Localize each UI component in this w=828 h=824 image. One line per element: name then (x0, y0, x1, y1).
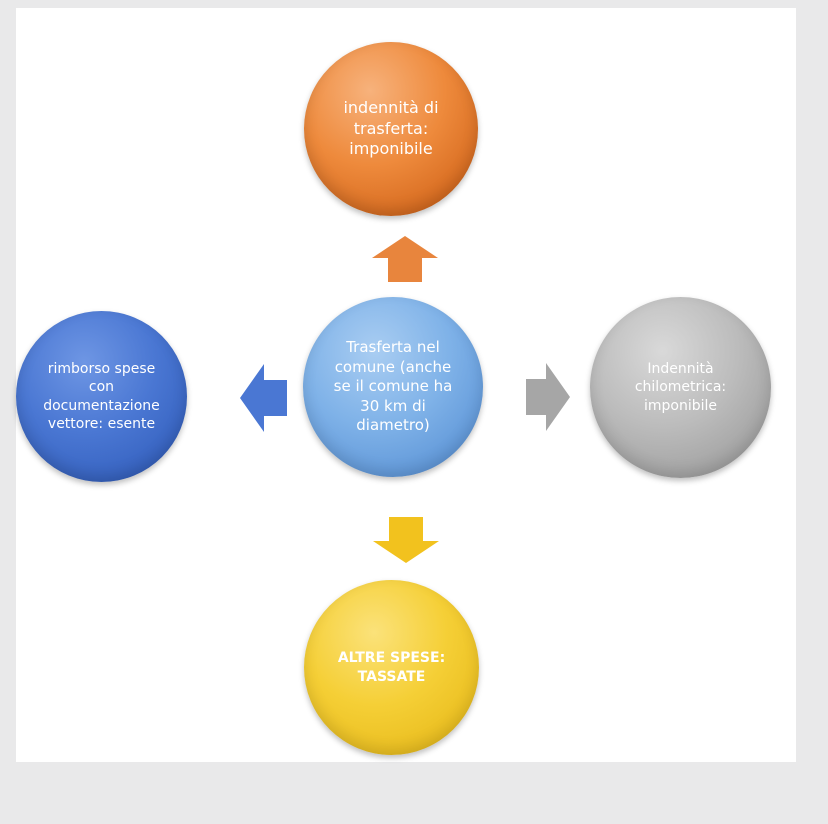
arrow-down-icon (373, 517, 439, 563)
node-center-trasferta-comune: Trasferta nel comune (anche se il comune… (303, 297, 483, 477)
arrow-right-icon (526, 363, 570, 431)
node-right-indennita-chilometrica: Indennità chilometrica: imponibile (590, 297, 771, 478)
arrow-right-shape (526, 363, 570, 431)
node-bottom-label: ALTRE SPESE: TASSATE (337, 650, 446, 685)
node-left-label: rimborso spese con documentazione vettor… (43, 361, 160, 432)
arrow-down-shape (373, 517, 439, 563)
node-bottom-altre-spese: ALTRE SPESE: TASSATE (304, 580, 479, 755)
node-center-label: Trasferta nel comune (anche se il comune… (333, 338, 453, 435)
node-left-rimborso-spese: rimborso spese con documentazione vettor… (16, 311, 187, 482)
node-top-indennita-trasferta: indennità di trasferta: imponibile (304, 42, 478, 216)
node-right-label: Indennità chilometrica: imponibile (634, 361, 727, 414)
arrow-up-icon (372, 236, 438, 282)
arrow-up-shape (372, 236, 438, 282)
node-top-label: indennità di trasferta: imponibile (343, 97, 439, 159)
arrow-left-icon (240, 364, 287, 432)
arrow-left-shape (240, 364, 287, 432)
